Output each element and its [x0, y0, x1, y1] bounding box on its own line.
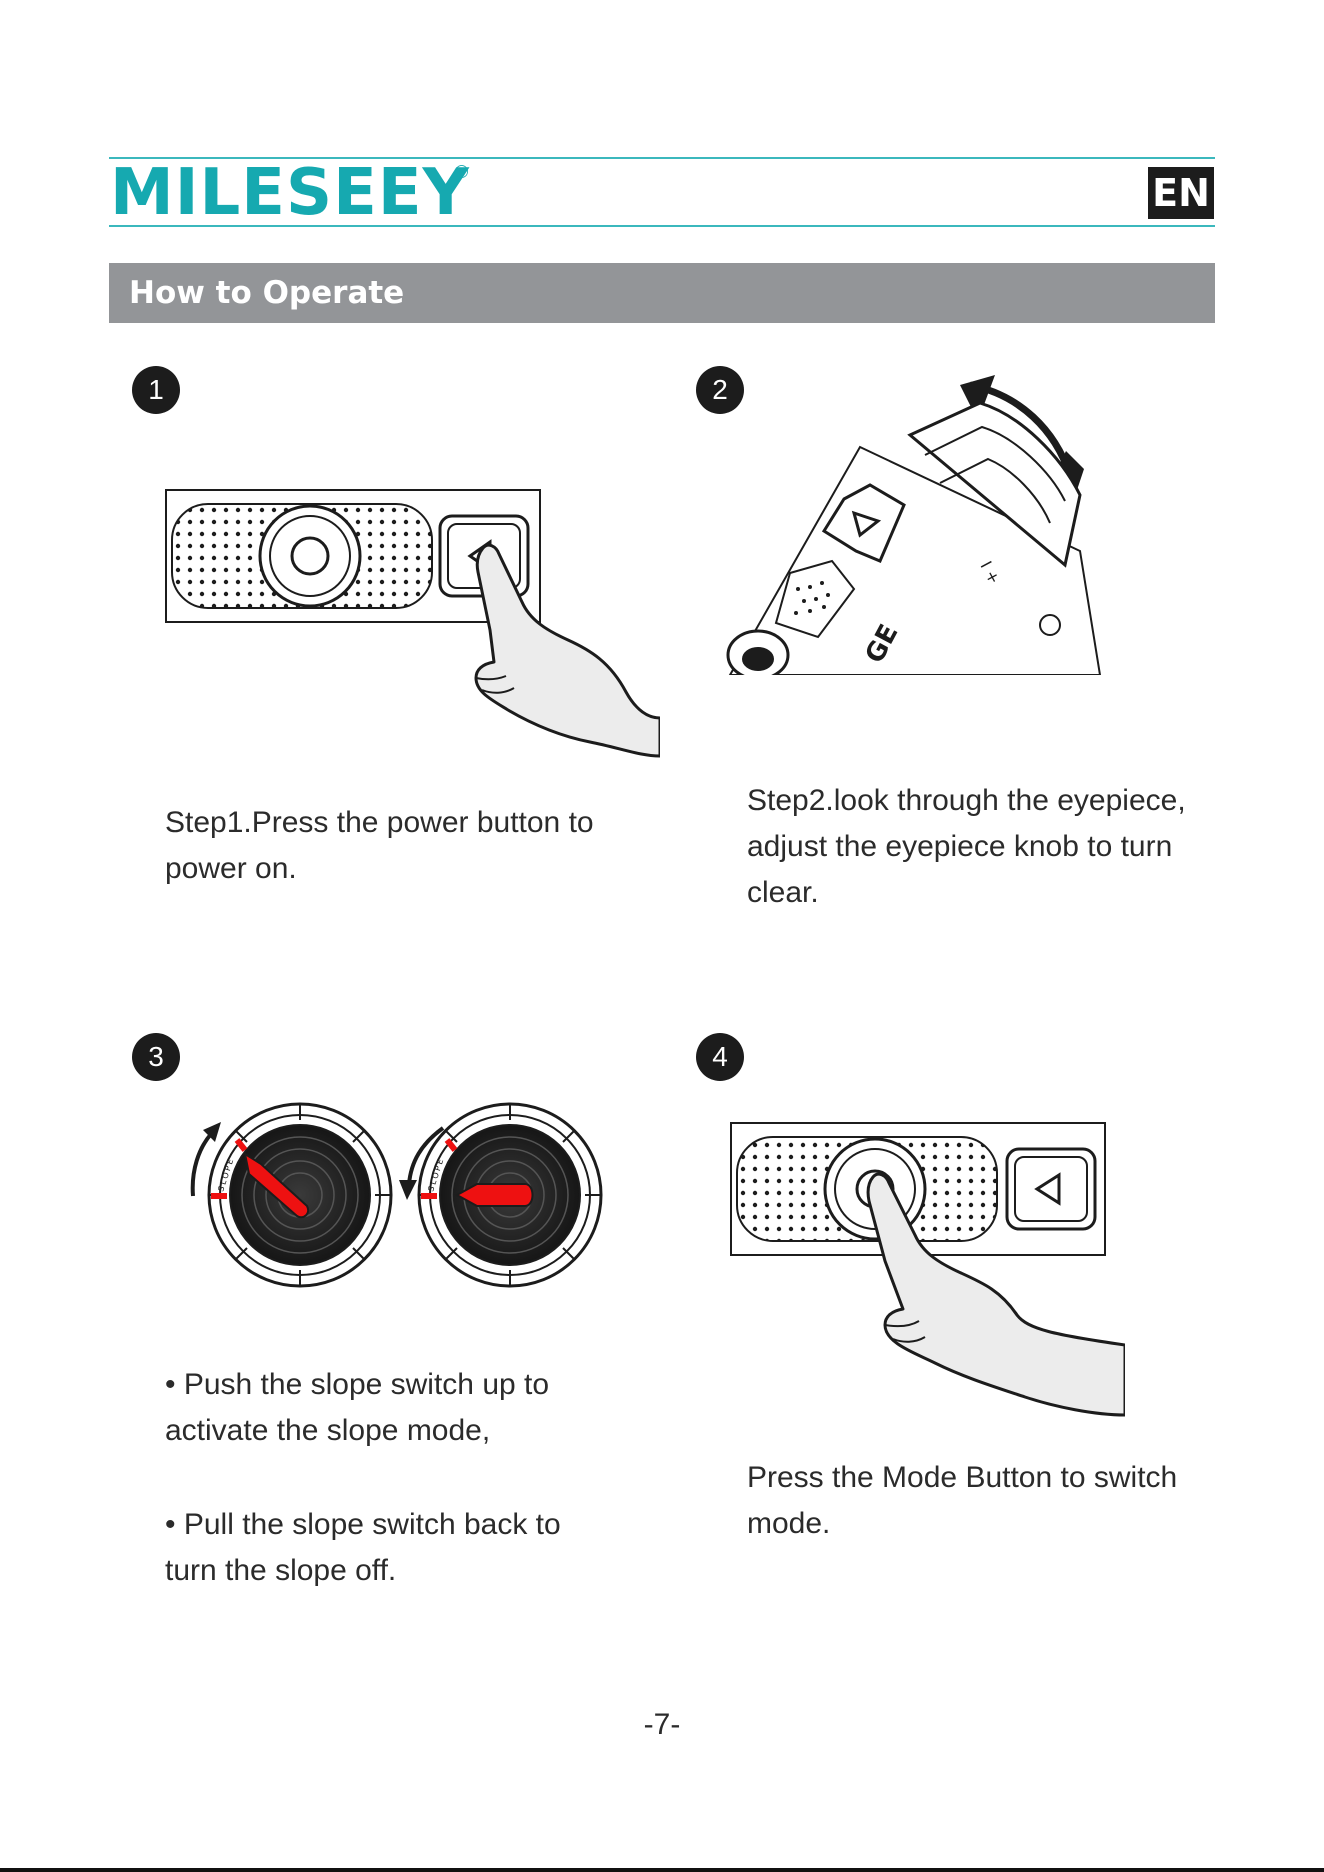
- step-number-3: 3: [132, 1033, 180, 1081]
- registered-mark: ®: [455, 162, 469, 182]
- header-top-rule: [109, 157, 1215, 159]
- step2-text: Step2.look through the eyepiece, adjust …: [747, 784, 1186, 909]
- step3-bullet-1: • Push the slope switch up to activate t…: [165, 1368, 550, 1447]
- step1-text: Step1.Press the power button to power on…: [165, 806, 594, 885]
- section-title: How to Operate: [129, 275, 405, 311]
- step3-slope-switch-illustration: SLOPE SLOPE: [190, 1102, 603, 1288]
- page-number: -7-: [643, 1708, 681, 1741]
- page-bottom-edge: [0, 1868, 1324, 1872]
- step-number-1: 1: [132, 366, 180, 414]
- step2-eyepiece-illustration: GE I +: [726, 375, 1102, 675]
- section-header: How to Operate: [109, 263, 1215, 323]
- language-badge: EN: [1148, 167, 1214, 219]
- step-number-4: 4: [696, 1033, 744, 1081]
- step4-mode-button-illustration: [730, 1122, 1125, 1417]
- brand-logo: MILESEEY: [110, 156, 470, 230]
- step-number-2: 2: [696, 366, 744, 414]
- step4-text: Press the Mode Button to switch mode.: [747, 1461, 1178, 1540]
- step3-bullet-2: • Pull the slope switch back to turn the…: [165, 1508, 561, 1587]
- step1-power-button-illustration: [165, 489, 660, 758]
- header-bottom-rule: [109, 225, 1215, 227]
